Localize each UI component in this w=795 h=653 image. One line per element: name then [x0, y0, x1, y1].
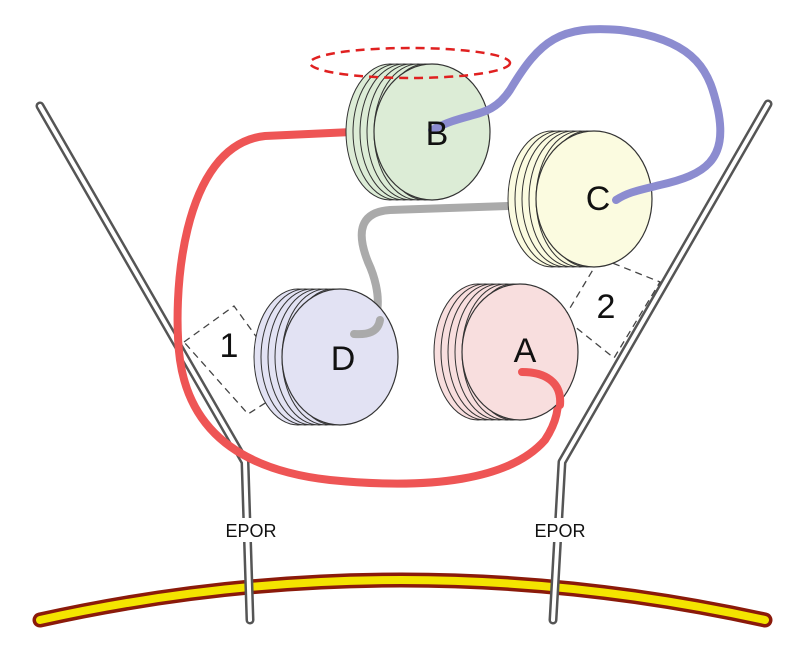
epor-receptor-left — [35, 101, 255, 625]
linker-blue — [428, 25, 725, 204]
receptor-label-bg-right — [515, 518, 605, 542]
epor-receptor-right — [548, 99, 773, 625]
bundle-c-label: C — [586, 180, 611, 218]
receptor-label-bg-left — [206, 518, 296, 542]
epor-label-right: EPOR — [534, 521, 585, 541]
linker-red — [173, 128, 562, 488]
bundle-d-label: D — [331, 340, 356, 378]
helix-bundle-d — [253, 288, 399, 426]
cell-membrane — [32, 572, 773, 628]
linker-gray-end — [350, 316, 384, 339]
helix-bundle-c — [507, 130, 653, 268]
epor-label-left: EPOR — [225, 521, 276, 541]
helix-bundle-a — [433, 283, 579, 421]
bundle-b-label: B — [426, 115, 449, 153]
region-2-box — [563, 257, 661, 359]
helix-bundle-b — [345, 63, 491, 201]
region-1-label: 1 — [220, 327, 239, 365]
dashed-ring — [308, 46, 512, 80]
linker-red-end — [518, 368, 565, 409]
region-2-label: 2 — [597, 288, 616, 326]
bundle-a-label: A — [514, 332, 537, 370]
